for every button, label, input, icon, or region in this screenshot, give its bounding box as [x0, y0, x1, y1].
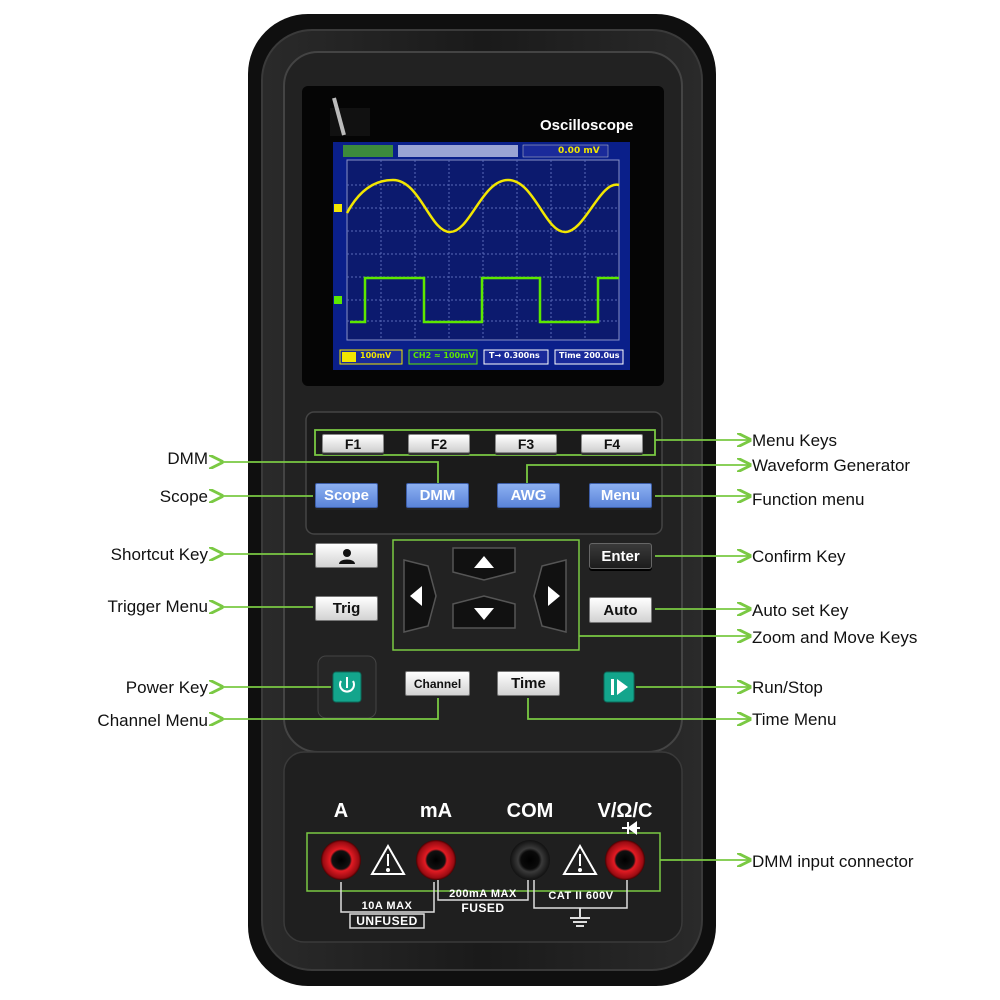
jack-v [605, 840, 645, 880]
shortcut-key[interactable] [315, 543, 378, 568]
jack-ma [416, 840, 456, 880]
callout-zoom: Zoom and Move Keys [752, 628, 918, 647]
f1-key[interactable]: F1 [322, 434, 384, 453]
awg-key[interactable]: AWG [497, 483, 560, 508]
dpad-right-key[interactable] [534, 560, 566, 632]
callout-dmm: DMM [167, 449, 208, 468]
run-stop-icon [611, 679, 628, 695]
jack-frame [306, 832, 661, 892]
run-stop-key[interactable] [604, 672, 634, 702]
enter-key[interactable]: Enter [589, 543, 652, 569]
callout-menu-keys: Menu Keys [752, 431, 838, 450]
diode-icon [622, 821, 640, 835]
arrow-right-icon [548, 586, 560, 606]
auto-key[interactable]: Auto [589, 597, 652, 623]
ch2-scale: CH2 ≈ 100mV [413, 351, 475, 360]
dpad-frame [392, 539, 580, 651]
callout-shortcut: Shortcut Key [110, 545, 208, 564]
dpad-down-key[interactable] [453, 598, 515, 628]
jack-a [321, 840, 361, 880]
warning-icon [370, 843, 406, 875]
warning-icon [562, 843, 598, 875]
timebase-readout: Time 200.0us [559, 351, 620, 360]
menu-key[interactable]: Menu [589, 483, 652, 508]
v-rating: CAT II 600V [548, 890, 614, 902]
callout-channel: Channel Menu [97, 711, 208, 730]
a-rating-2: UNFUSED [356, 914, 418, 928]
terminal-v-label: V/Ω/C [597, 800, 653, 822]
callout-function: Function menu [752, 490, 865, 509]
arrow-left-icon [410, 586, 422, 606]
channel-key[interactable]: Channel [405, 671, 470, 696]
screen-title: Oscilloscope [540, 117, 634, 134]
callout-scope: Scope [159, 487, 208, 506]
jack-com [510, 840, 550, 880]
ch1-trace [345, 178, 620, 234]
callout-autoset: Auto set Key [752, 601, 849, 620]
callout-time: Time Menu [752, 710, 837, 729]
dpad-left-key[interactable] [404, 560, 436, 632]
callout-power: Power Key [125, 678, 208, 697]
terminal-ma-label: mA [419, 800, 453, 822]
callout-waveform: Waveform Generator [752, 456, 911, 475]
ch1-scale: 100mV [360, 351, 392, 360]
time-key[interactable]: Time [497, 671, 560, 696]
terminal-com-label: COM [506, 800, 554, 822]
ground-icon [570, 908, 590, 927]
arrow-down-icon [474, 608, 494, 620]
ma-rating-1: 200mA MAX [449, 888, 517, 900]
trig-key[interactable]: Trig [315, 596, 378, 621]
arrow-up-icon [474, 556, 494, 568]
callout-trigger: Trigger Menu [107, 597, 208, 616]
callout-confirm: Confirm Key [752, 547, 846, 566]
dpad-up-key[interactable] [453, 548, 515, 578]
f3-key[interactable]: F3 [495, 434, 557, 453]
trigger-readout: T→ 0.300ns [489, 351, 540, 360]
power-key[interactable] [333, 672, 361, 702]
user-icon [338, 548, 355, 564]
ch2-trace [350, 276, 619, 324]
f4-key[interactable]: F4 [581, 434, 643, 453]
power-icon [339, 677, 355, 693]
callout-dmm-input: DMM input connector [752, 852, 914, 871]
callout-runstop: Run/Stop [752, 678, 823, 697]
ma-rating-2: FUSED [461, 901, 505, 915]
f2-key[interactable]: F2 [408, 434, 470, 453]
status-value: 0.00 mV [558, 146, 600, 156]
a-rating-1: 10A MAX [361, 900, 413, 912]
scope-key[interactable]: Scope [315, 483, 378, 508]
terminal-a-label: A [333, 800, 349, 822]
dmm-key[interactable]: DMM [406, 483, 469, 508]
